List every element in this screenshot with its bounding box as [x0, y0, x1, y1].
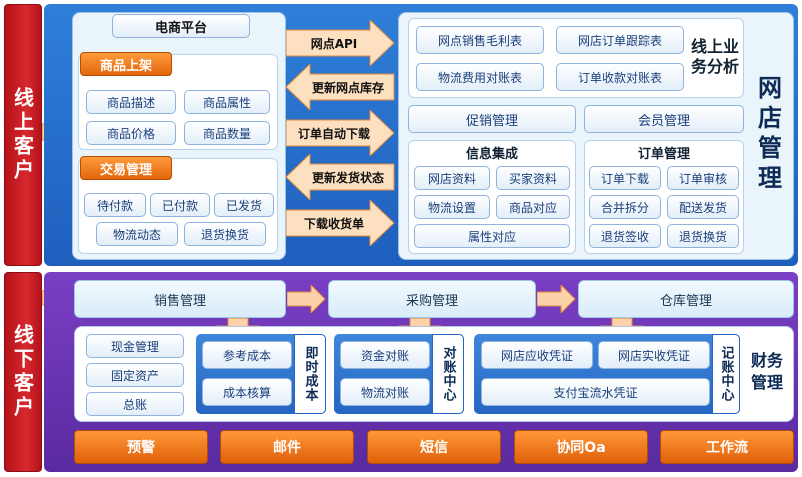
promotion-management-button[interactable]: 促销管理	[408, 105, 576, 133]
order-download-button[interactable]: 订单下载	[589, 166, 661, 190]
product-listing-title: 商品上架	[80, 52, 172, 76]
order-payment-report-button[interactable]: 订单收款对账表	[556, 63, 684, 91]
paid-button[interactable]: 已付款	[150, 193, 210, 217]
reconcile-label-box	[432, 334, 464, 414]
workflow-button[interactable]: 工作流	[660, 430, 794, 464]
order-management-title: 订单管理	[637, 146, 690, 162]
api-arrow	[286, 20, 395, 66]
cost-accounting-button[interactable]: 成本核算	[202, 378, 292, 406]
order-review-button[interactable]: 订单审核	[667, 166, 739, 190]
collab-oa-button[interactable]: 协同Oa	[514, 430, 648, 464]
cost-label-box	[294, 334, 326, 414]
sms-button[interactable]: 短信	[367, 430, 501, 464]
logistics-settings-button[interactable]: 物流设置	[414, 195, 490, 219]
product-quantity-button[interactable]: 商品数量	[184, 121, 270, 145]
instant-cost-label: 即时成本	[302, 346, 318, 402]
update-stock-arrow	[286, 64, 395, 110]
order-tracking-report-button[interactable]: 网店订单跟踪表	[556, 26, 684, 54]
logistics-cost-report-button[interactable]: 物流费用对账表	[416, 63, 544, 91]
logistics-status-button[interactable]: 物流动态	[96, 222, 178, 246]
online-analysis-title: 线上业务分析	[690, 37, 739, 76]
reference-cost-button[interactable]: 参考成本	[202, 341, 292, 369]
voucher-label-box	[712, 334, 740, 414]
product-mapping-button[interactable]: 商品对应	[496, 195, 570, 219]
online-customers-label: 线上客户	[10, 87, 35, 183]
fund-reconcile-button[interactable]: 资金对账	[340, 341, 430, 369]
offline-customers-label: 线下客户	[10, 324, 35, 420]
member-management-button[interactable]: 会员管理	[584, 105, 744, 133]
trade-management-title: 交易管理	[80, 156, 172, 180]
product-description-button[interactable]: 商品描述	[86, 90, 176, 114]
offline-customers-bar: 线下客户	[4, 272, 42, 472]
purchase-to-warehouse-arrow	[537, 285, 576, 313]
shop-info-button[interactable]: 网店资料	[414, 166, 490, 190]
delivery-ship-button[interactable]: 配送发货	[667, 195, 739, 219]
sales-margin-report-button[interactable]: 网点销售毛利表	[416, 26, 544, 54]
order-download-arrow-label: 订单自动下载	[297, 126, 370, 141]
update-stock-arrow-label: 更新网点库存	[311, 80, 384, 95]
buyer-info-button[interactable]: 买家资料	[496, 166, 570, 190]
sales-to-purchase-arrow	[287, 285, 326, 313]
pending-payment-button[interactable]: 待付款	[84, 193, 146, 217]
warehouse-management-box[interactable]: 仓库管理	[578, 280, 794, 318]
cash-management-button[interactable]: 现金管理	[86, 334, 184, 358]
update-ship-status-arrow-label: 更新发货状态	[311, 170, 384, 185]
return-exchange-button[interactable]: 退货换货	[184, 222, 266, 246]
alipay-flow-voucher-button[interactable]: 支付宝流水凭证	[481, 378, 710, 406]
purchase-management-box[interactable]: 采购管理	[328, 280, 536, 318]
order-download-arrow	[286, 110, 395, 156]
product-price-button[interactable]: 商品价格	[86, 121, 176, 145]
shipped-button[interactable]: 已发货	[214, 193, 274, 217]
platform-title: 电商平台	[112, 14, 250, 38]
bookkeeping-center-label: 记账中心	[718, 346, 734, 402]
alert-button[interactable]: 预警	[74, 430, 208, 464]
logistics-reconcile-button[interactable]: 物流对账	[340, 378, 430, 406]
attribute-mapping-button[interactable]: 属性对应	[414, 224, 570, 248]
general-ledger-button[interactable]: 总账	[86, 392, 184, 416]
return-receipt-button[interactable]: 退货签收	[589, 224, 661, 248]
finance-management-title: 财务管理	[750, 351, 783, 392]
info-integration-title: 信息集成	[465, 146, 518, 162]
reconcile-center-label: 对账中心	[440, 346, 456, 402]
shop-management-title: 网店管理	[753, 75, 782, 195]
sales-management-box[interactable]: 销售管理	[74, 280, 286, 318]
product-attribute-button[interactable]: 商品属性	[184, 90, 270, 114]
download-receipt-arrow-label: 下载收货单	[303, 216, 364, 231]
online-customers-bar: 线上客户	[4, 4, 42, 266]
return-exchange-order-button[interactable]: 退货换货	[667, 224, 739, 248]
shop-receivable-voucher-button[interactable]: 网店应收凭证	[481, 341, 593, 369]
api-arrow-label: 网点API	[310, 36, 358, 51]
merge-split-button[interactable]: 合并拆分	[589, 195, 661, 219]
fixed-assets-button[interactable]: 固定资产	[86, 363, 184, 387]
shop-received-voucher-button[interactable]: 网店实收凭证	[598, 341, 710, 369]
download-receipt-arrow	[286, 200, 395, 246]
email-button[interactable]: 邮件	[220, 430, 354, 464]
update-ship-status-arrow	[286, 154, 395, 200]
